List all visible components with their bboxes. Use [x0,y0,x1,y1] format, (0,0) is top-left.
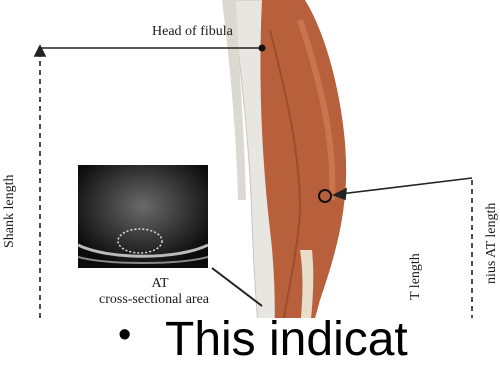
head-of-fibula-label: Head of fibula [152,24,233,40]
tendon-length-label: T length [408,253,424,300]
bullet-point: • [118,314,131,357]
ultrasound-image [78,165,208,268]
at-label: AT [130,276,190,292]
head-of-fibula-point [259,45,266,52]
shank-length-label: Shank length [2,175,18,249]
slide-bullet-text: This indicat [165,312,408,367]
cross-sectional-area-label: cross-sectional area [99,292,209,308]
gastrocnemius-at-length-label: nius AT length [484,203,500,284]
